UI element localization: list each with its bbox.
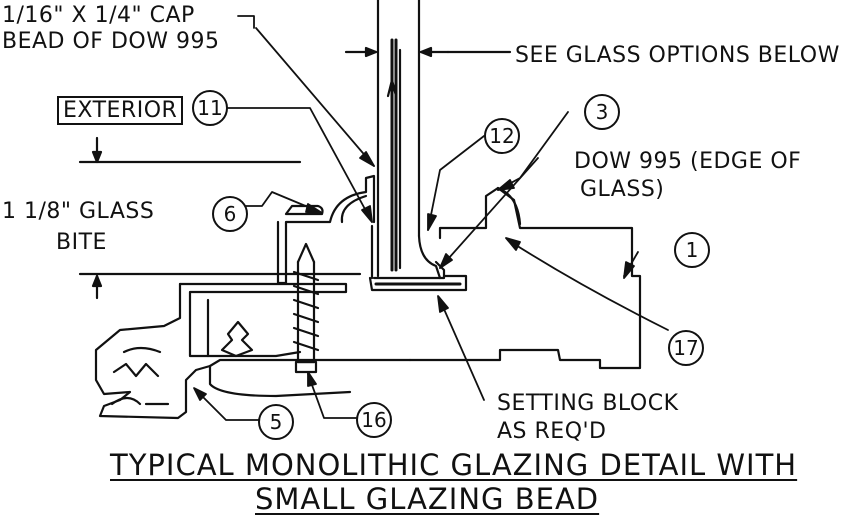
callout-1: 1 [674, 232, 710, 268]
glass-pane [376, 0, 421, 278]
leader-lines [193, 15, 669, 421]
exterior-label: EXTERIOR [57, 96, 184, 125]
callout-3: 3 [584, 94, 620, 130]
see-glass-note: SEE GLASS OPTIONS BELOW [515, 43, 840, 68]
setting-block [368, 274, 468, 292]
main-frame-extrusion [94, 282, 412, 420]
cap-bead-note-line2: BEAD OF DOW 995 [2, 29, 220, 54]
screw [292, 242, 320, 374]
glass-dimension [344, 46, 512, 58]
setting-block-note-line2: AS REQ'D [497, 419, 607, 444]
drawing-title-line1: TYPICAL MONOLITHIC GLAZING DETAIL WITH [110, 448, 798, 482]
glass-bite-note-line1: 1 1/8" GLASS [2, 199, 155, 224]
glazing-bead [276, 174, 376, 285]
dow-edge-note-line1: DOW 995 (EDGE OF [574, 149, 802, 174]
callout-11: 11 [192, 90, 228, 126]
callout-16: 16 [356, 402, 392, 438]
setting-block-note-line1: SETTING BLOCK [497, 391, 679, 416]
glass-bite-note-line2: BITE [56, 230, 107, 255]
callout-5: 5 [258, 404, 294, 440]
cap-bead-note-line1: 1/16" X 1/4" CAP [2, 3, 195, 28]
dow-edge-note-line2: GLASS) [580, 177, 665, 202]
glazing-channel [370, 224, 446, 280]
drawing-title-line2: SMALL GLAZING BEAD [255, 482, 600, 516]
anchor-clip [220, 320, 254, 358]
callout-12: 12 [484, 118, 520, 154]
callout-17: 17 [668, 330, 704, 366]
callout-6: 6 [212, 196, 248, 232]
